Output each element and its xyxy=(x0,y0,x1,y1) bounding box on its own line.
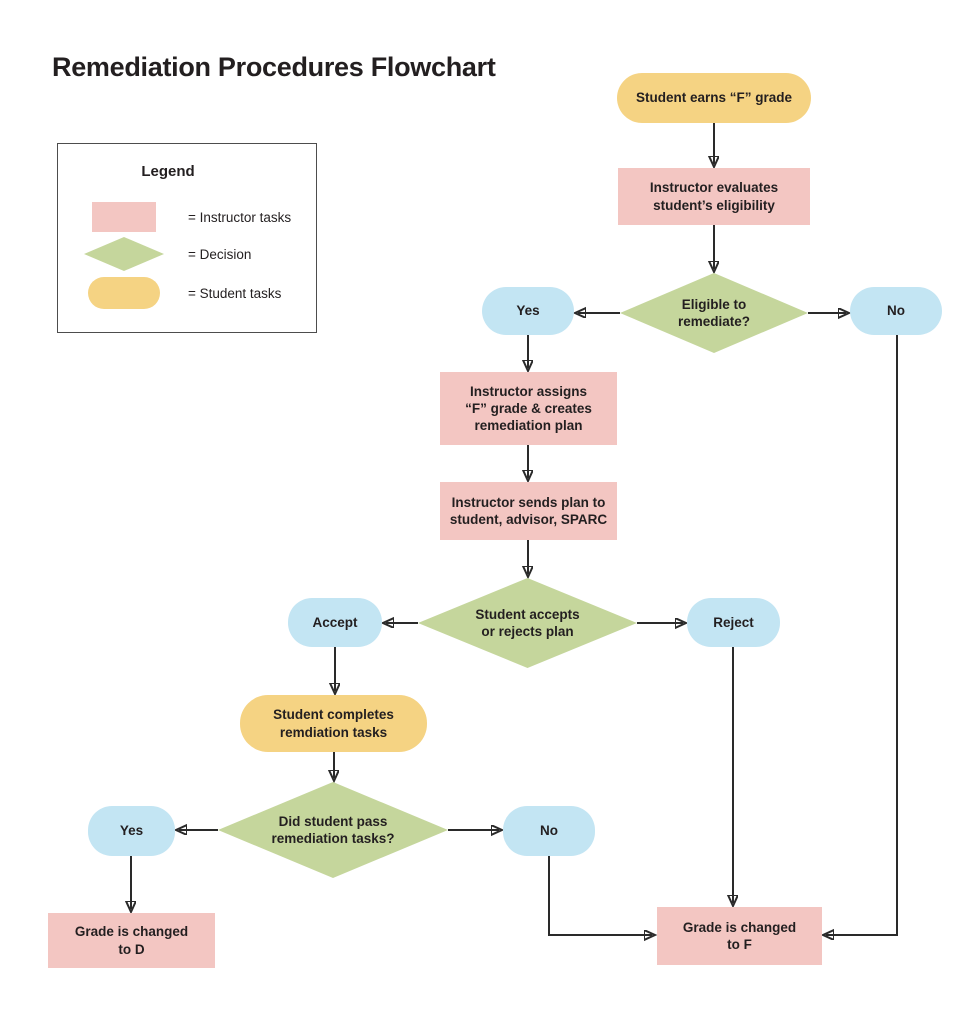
node-label: Eligible to remediate? xyxy=(677,296,751,329)
node-label: Instructor assigns “F” grade & creates r… xyxy=(465,383,592,434)
node-instructor-sends-plan: Instructor sends plan to student, adviso… xyxy=(440,482,617,540)
node-no-eligible: No xyxy=(850,287,942,335)
node-label: Yes xyxy=(516,303,540,319)
instructor-swatch-wrap xyxy=(82,202,166,232)
node-label: Student accepts or rejects plan xyxy=(475,606,580,639)
legend-item-student: = Student tasks xyxy=(82,277,281,309)
node-label: Did student pass remediation tasks? xyxy=(271,813,395,846)
node-label: Instructor evaluates student’s eligibili… xyxy=(649,180,779,213)
node-grade-changed-f: Grade is changed to F xyxy=(657,907,822,965)
legend-label: = Instructor tasks xyxy=(188,209,292,225)
student-swatch-wrap xyxy=(82,277,166,309)
node-label: Grade is changed to F xyxy=(682,919,797,952)
node-label: No xyxy=(887,303,905,319)
legend-title: Legend xyxy=(141,163,195,180)
legend-label: = Student tasks xyxy=(188,285,282,301)
legend-box: Legend = Instructor tasks = Decision = S… xyxy=(57,143,317,333)
node-label: Student earns “F” grade xyxy=(635,90,793,106)
node-instructor-assigns: Instructor assigns “F” grade & creates r… xyxy=(440,372,617,445)
node-student-earns-f: Student earns “F” grade xyxy=(617,73,811,123)
node-student-completes-tasks: Student completes remdiation tasks xyxy=(240,695,427,752)
decision-swatch-wrap xyxy=(82,237,166,271)
instructor-task-swatch xyxy=(92,202,156,232)
node-instructor-evaluates: Instructor evaluates student’s eligibili… xyxy=(618,168,810,225)
page-title: Remediation Procedures Flowchart xyxy=(52,52,496,82)
arrow-no1-gradef xyxy=(826,335,898,935)
node-no-passed: No xyxy=(503,806,595,856)
legend-label: = Decision xyxy=(188,246,252,262)
node-label: No xyxy=(540,823,558,839)
node-label: Student completes remdiation tasks xyxy=(273,707,394,740)
node-label: Reject xyxy=(713,614,754,630)
legend-item-instructor: = Instructor tasks xyxy=(82,202,291,232)
student-task-swatch xyxy=(88,277,160,309)
node-yes-eligible: Yes xyxy=(482,287,574,335)
node-yes-passed: Yes xyxy=(88,806,175,856)
node-label: Instructor sends plan to student, adviso… xyxy=(449,494,608,527)
node-accept: Accept xyxy=(288,598,382,647)
decision-swatch xyxy=(84,237,164,271)
legend-item-decision: = Decision xyxy=(82,237,251,271)
node-label: Accept xyxy=(312,614,358,630)
node-label: Yes xyxy=(119,823,144,839)
node-label: Grade is changed to D xyxy=(74,924,189,957)
arrow-no2-gradef xyxy=(548,856,652,935)
node-reject: Reject xyxy=(687,598,780,647)
node-grade-changed-d: Grade is changed to D xyxy=(48,913,215,968)
